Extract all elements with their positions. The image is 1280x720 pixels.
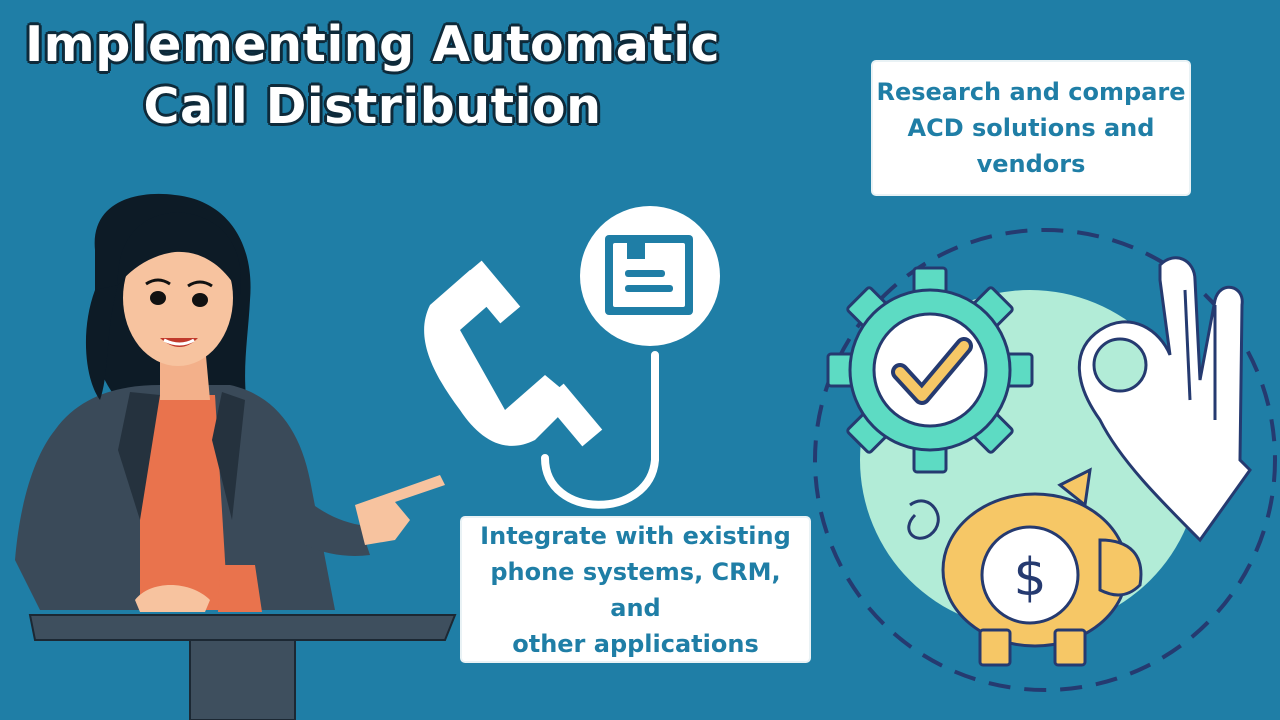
integrate-line-2: phone systems, CRM, and	[490, 557, 781, 622]
ok-hand-icon	[1077, 256, 1252, 543]
dollar-symbol: $	[1013, 548, 1046, 608]
page-title: Implementing Automatic Call Distribution	[0, 14, 745, 138]
integrate-card: Integrate with existing phone systems, C…	[462, 518, 809, 661]
research-line-1: Research and compare	[876, 78, 1186, 106]
document-icon	[580, 206, 720, 346]
piggy-bank-dollar-icon: $	[907, 467, 1143, 667]
integrate-line-3: other applications	[512, 629, 759, 658]
woman-presenter-illustration	[15, 193, 457, 720]
phone-handset-icon	[424, 260, 659, 509]
title-line-2: Call Distribution	[143, 78, 602, 135]
research-card: Research and compare ACD solutions and v…	[873, 62, 1189, 194]
research-line-3: vendors	[976, 150, 1086, 178]
research-line-2: ACD solutions and	[907, 114, 1155, 142]
integrate-line-1: Integrate with existing	[480, 521, 791, 550]
gear-check-icon	[826, 266, 1034, 474]
title-line-1: Implementing Automatic	[24, 16, 721, 73]
